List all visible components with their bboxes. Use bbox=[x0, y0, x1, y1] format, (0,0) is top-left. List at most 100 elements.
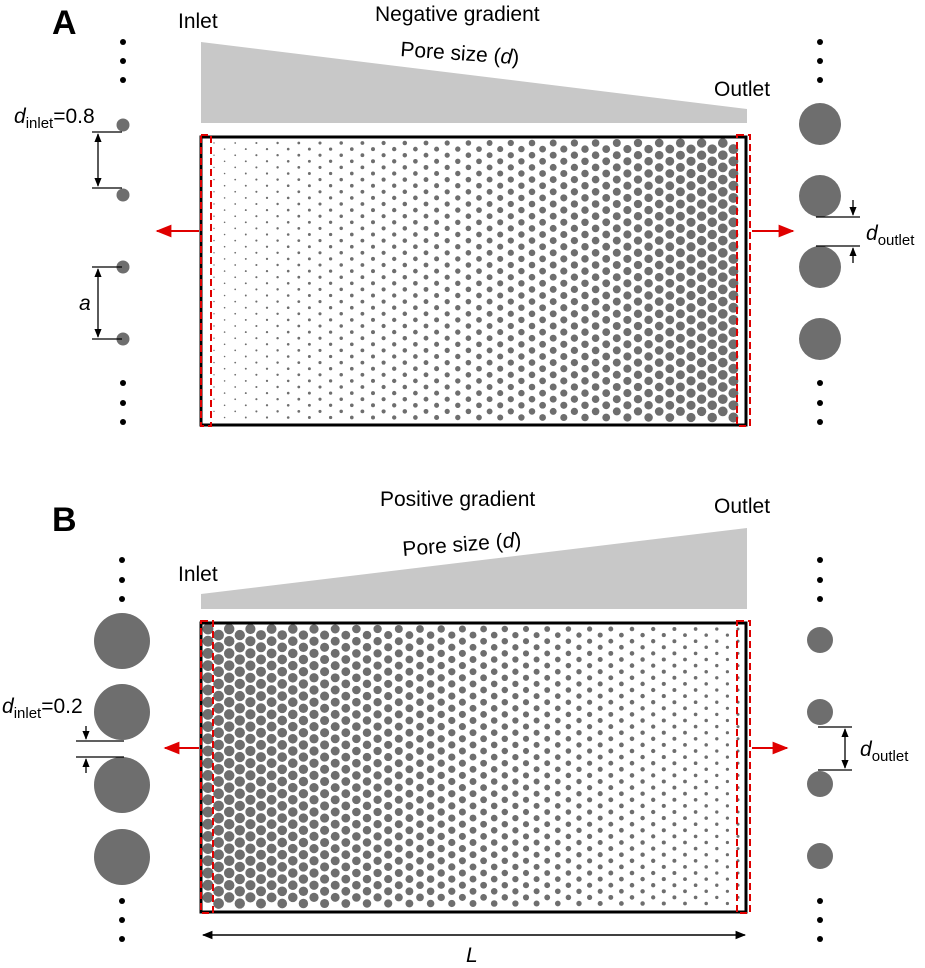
pore-dot bbox=[644, 364, 653, 373]
pore-dot bbox=[539, 353, 546, 360]
pore-dot bbox=[476, 158, 482, 165]
pore-dot bbox=[352, 807, 361, 817]
pore-dot bbox=[490, 887, 498, 895]
pore-dot bbox=[654, 394, 664, 404]
pore-dot bbox=[362, 679, 372, 689]
pore-dot bbox=[384, 716, 393, 725]
pore-dot bbox=[318, 300, 322, 304]
pore-dot bbox=[693, 627, 698, 631]
pore-dot bbox=[444, 250, 450, 256]
pore-dot bbox=[349, 354, 354, 359]
pore-dot bbox=[371, 293, 375, 298]
d-inlet-label-a: dinlet=0.8 bbox=[14, 105, 95, 132]
pore-dot bbox=[476, 341, 482, 348]
pore-dot bbox=[717, 162, 728, 173]
pore-dot bbox=[362, 801, 372, 811]
pore-dot bbox=[234, 190, 237, 193]
pore-dot bbox=[444, 152, 450, 158]
panel-letter-b: B bbox=[52, 501, 77, 539]
pore-dot bbox=[265, 391, 269, 395]
pore-dot bbox=[675, 211, 685, 221]
pore-dot bbox=[665, 156, 675, 166]
pore-dot bbox=[675, 297, 685, 307]
pore-dot bbox=[633, 151, 643, 160]
pore-dot bbox=[549, 249, 557, 257]
pore-dot bbox=[423, 286, 429, 292]
pore-dot bbox=[533, 888, 540, 895]
pore-dot bbox=[683, 791, 687, 796]
pore-dot bbox=[426, 667, 435, 676]
pore-dot bbox=[654, 321, 664, 331]
pore-dot bbox=[612, 309, 621, 318]
pore-dot bbox=[307, 233, 311, 236]
pore-dot bbox=[501, 674, 509, 682]
pore-dot bbox=[202, 855, 214, 867]
pore-dot bbox=[486, 176, 493, 183]
pore-dot bbox=[244, 294, 247, 297]
pore-dot bbox=[307, 172, 311, 175]
pore-dot bbox=[234, 629, 245, 641]
pore-dot bbox=[623, 242, 632, 251]
pore-dot bbox=[654, 175, 664, 184]
pore-dot bbox=[434, 231, 440, 238]
pore-dot bbox=[507, 310, 514, 317]
pore-dot bbox=[307, 257, 311, 261]
inlet-label-b: Inlet bbox=[178, 563, 218, 586]
pore-dot bbox=[486, 408, 493, 415]
pore-dot bbox=[339, 226, 343, 231]
pore-dot bbox=[384, 765, 393, 774]
pore-dot bbox=[307, 208, 311, 212]
pore-dot bbox=[686, 193, 696, 203]
pore-dot bbox=[288, 868, 298, 878]
pore-dot bbox=[675, 358, 685, 368]
pore-dot bbox=[213, 325, 215, 327]
pore-dot bbox=[707, 315, 717, 325]
pore-dot bbox=[392, 415, 397, 420]
pore-dot bbox=[581, 328, 589, 336]
pore-dot bbox=[423, 201, 429, 207]
pore-dot bbox=[465, 140, 472, 146]
pore-dot bbox=[581, 279, 589, 288]
pore-dot bbox=[549, 139, 557, 147]
pore-dot bbox=[465, 262, 472, 268]
pore-dot bbox=[486, 262, 493, 268]
pore-dot bbox=[288, 746, 298, 756]
pore-dot bbox=[448, 838, 456, 847]
pore-dot bbox=[686, 412, 696, 423]
pore-dot bbox=[717, 186, 728, 197]
pore-dot bbox=[349, 171, 354, 176]
pore-dot bbox=[276, 349, 279, 352]
pore-dot bbox=[255, 837, 267, 848]
pore-dot bbox=[245, 623, 256, 635]
pore-dot bbox=[539, 279, 546, 287]
pore-dot bbox=[455, 353, 461, 360]
pore-dot bbox=[245, 660, 256, 671]
pore-dot bbox=[528, 225, 536, 232]
pore-dot bbox=[654, 370, 664, 380]
pore-dot bbox=[672, 895, 677, 900]
pore-dot bbox=[507, 188, 514, 195]
pore-dot bbox=[683, 852, 687, 857]
pore-dot bbox=[608, 785, 614, 791]
pore-dot bbox=[591, 175, 600, 184]
pore-dot bbox=[288, 795, 298, 805]
pore-dot bbox=[518, 206, 525, 214]
pore-dot bbox=[665, 193, 675, 203]
pore-dot bbox=[384, 753, 393, 762]
pore-dot bbox=[234, 251, 237, 254]
pore-dot bbox=[223, 331, 226, 333]
pore-dot bbox=[349, 257, 354, 261]
pore-dot bbox=[528, 139, 536, 147]
pore-dot bbox=[381, 360, 386, 365]
pore-dot bbox=[576, 656, 582, 663]
pore-dot bbox=[265, 233, 269, 236]
pore-dot bbox=[640, 730, 645, 735]
pore-dot bbox=[223, 709, 235, 720]
pore-dot bbox=[277, 898, 288, 909]
pore-dot bbox=[416, 783, 424, 792]
pore-dot bbox=[661, 755, 666, 760]
pore-dot bbox=[465, 396, 472, 402]
pore-dot bbox=[686, 278, 696, 288]
pore-dot bbox=[458, 747, 466, 755]
pore-dot bbox=[528, 188, 536, 196]
